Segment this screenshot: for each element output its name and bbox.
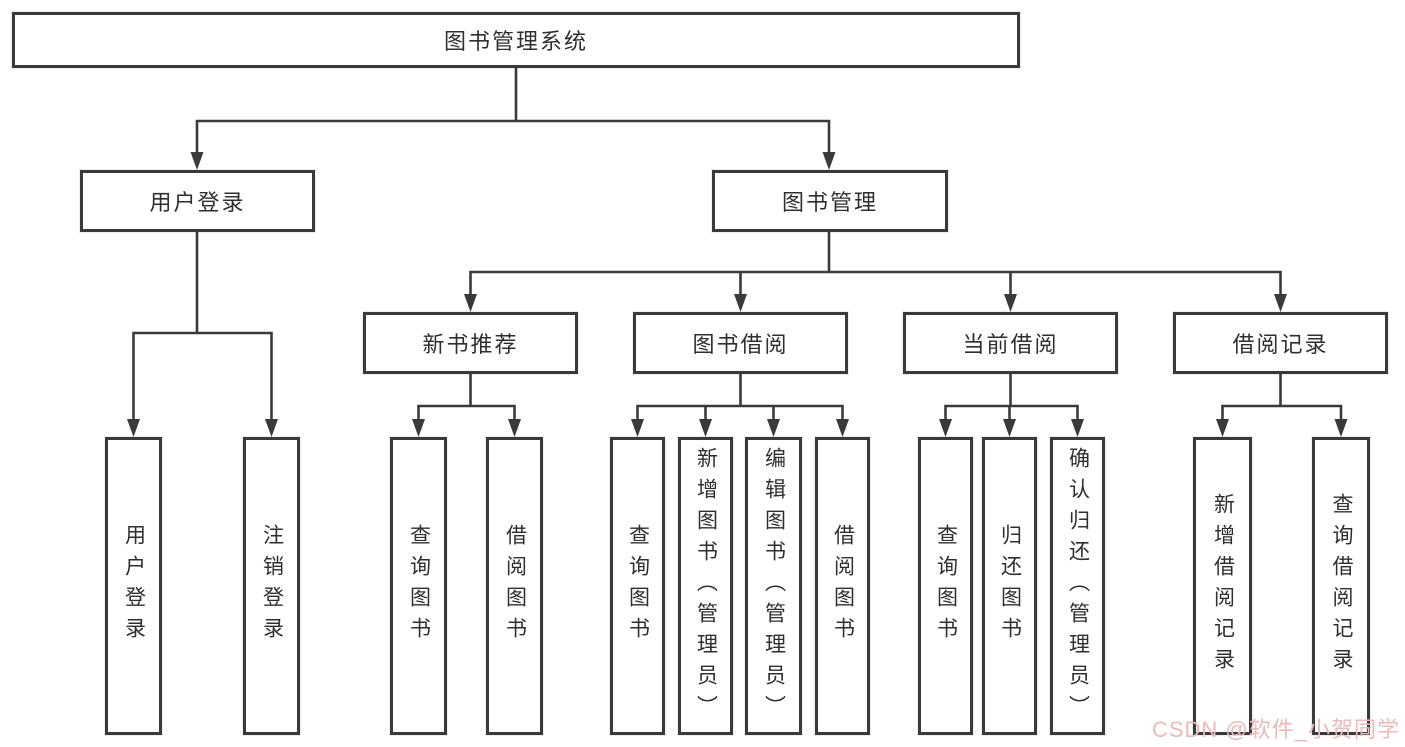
- arrowhead-icon: [265, 419, 278, 437]
- arrowhead-icon: [767, 419, 780, 437]
- node-label: 图书借阅: [692, 332, 789, 357]
- node-label: 图书管理: [781, 190, 878, 215]
- arrowhead-icon: [631, 419, 644, 437]
- node-leaf-bb-borrow: 借阅图书: [815, 437, 870, 735]
- node-label: 借阅图书: [503, 524, 527, 648]
- arrowhead-icon: [1003, 419, 1016, 437]
- arrowhead-icon: [1274, 294, 1287, 312]
- node-label: 查询图书: [934, 524, 958, 648]
- branch-line: [417, 372, 516, 425]
- watermark: CSDN @软件_小贺同学: [1151, 717, 1400, 742]
- arrowhead-icon: [127, 419, 140, 437]
- arrowhead-icon: [1071, 419, 1084, 437]
- node-label: 确认归还（管理员）: [1066, 446, 1090, 726]
- branch-line: [132, 230, 273, 425]
- node-leaf-cb-query: 查询图书: [918, 437, 973, 735]
- node-leaf-cb-return: 归还图书: [982, 437, 1037, 735]
- arrowhead-icon: [699, 419, 712, 437]
- node-new-book-rec: 新书推荐: [363, 312, 578, 374]
- node-label: 借阅图书: [831, 524, 855, 648]
- node-leaf-nb-borrow: 借阅图书: [486, 437, 543, 735]
- node-label: 借阅记录: [1232, 332, 1329, 357]
- arrowhead-icon: [190, 152, 204, 170]
- node-label: 查询图书: [407, 524, 431, 648]
- node-current-borrow: 当前借阅: [903, 312, 1118, 374]
- branch-line: [195, 63, 831, 158]
- arrowhead-icon: [734, 294, 747, 312]
- arrowhead-icon: [412, 419, 425, 437]
- node-leaf-logout: 注销登录: [243, 437, 300, 735]
- arrowhead-icon: [508, 419, 521, 437]
- node-label: 编辑图书（管理员）: [762, 446, 786, 726]
- node-label: 注销登录: [260, 524, 284, 648]
- node-label: 查询图书: [626, 524, 650, 648]
- node-book-mgmt: 图书管理: [712, 170, 948, 232]
- node-leaf-user-login: 用户登录: [105, 437, 162, 735]
- node-leaf-rec-add: 新增借阅记录: [1193, 437, 1252, 735]
- node-label: 新增借阅记录: [1211, 493, 1235, 679]
- node-book-borrow: 图书借阅: [633, 312, 848, 374]
- node-root: 图书管理系统: [12, 12, 1020, 68]
- arrowhead-icon: [836, 419, 849, 437]
- branch-line: [1221, 372, 1343, 425]
- arrowhead-icon: [1004, 294, 1017, 312]
- node-label: 归还图书: [998, 524, 1022, 648]
- node-leaf-cb-confirm: 确认归还（管理员）: [1050, 437, 1105, 735]
- node-leaf-bb-query: 查询图书: [610, 437, 665, 735]
- node-label: 新增图书（管理员）: [694, 446, 718, 726]
- node-label: 图书管理系统: [443, 29, 588, 54]
- arrowhead-icon: [1216, 419, 1229, 437]
- node-user-login: 用户登录: [80, 170, 315, 232]
- node-leaf-rec-query: 查询借阅记录: [1312, 437, 1370, 735]
- branch-line: [944, 372, 1079, 425]
- node-borrow-records: 借阅记录: [1173, 312, 1388, 374]
- arrowhead-icon: [822, 152, 836, 170]
- branch-line: [636, 372, 844, 425]
- node-leaf-bb-edit: 编辑图书（管理员）: [745, 437, 802, 735]
- node-leaf-bb-add: 新增图书（管理员）: [678, 437, 733, 735]
- arrowhead-icon: [939, 419, 952, 437]
- arrowhead-icon: [1334, 419, 1348, 437]
- node-label: 新书推荐: [422, 332, 519, 357]
- arrowhead-icon: [464, 294, 477, 312]
- node-label: 当前借阅: [962, 332, 1059, 357]
- node-label: 用户登录: [149, 190, 246, 215]
- node-leaf-nb-query: 查询图书: [390, 437, 447, 735]
- node-label: 用户登录: [122, 524, 146, 648]
- branch-line: [469, 230, 1282, 300]
- node-label: 查询借阅记录: [1330, 493, 1353, 679]
